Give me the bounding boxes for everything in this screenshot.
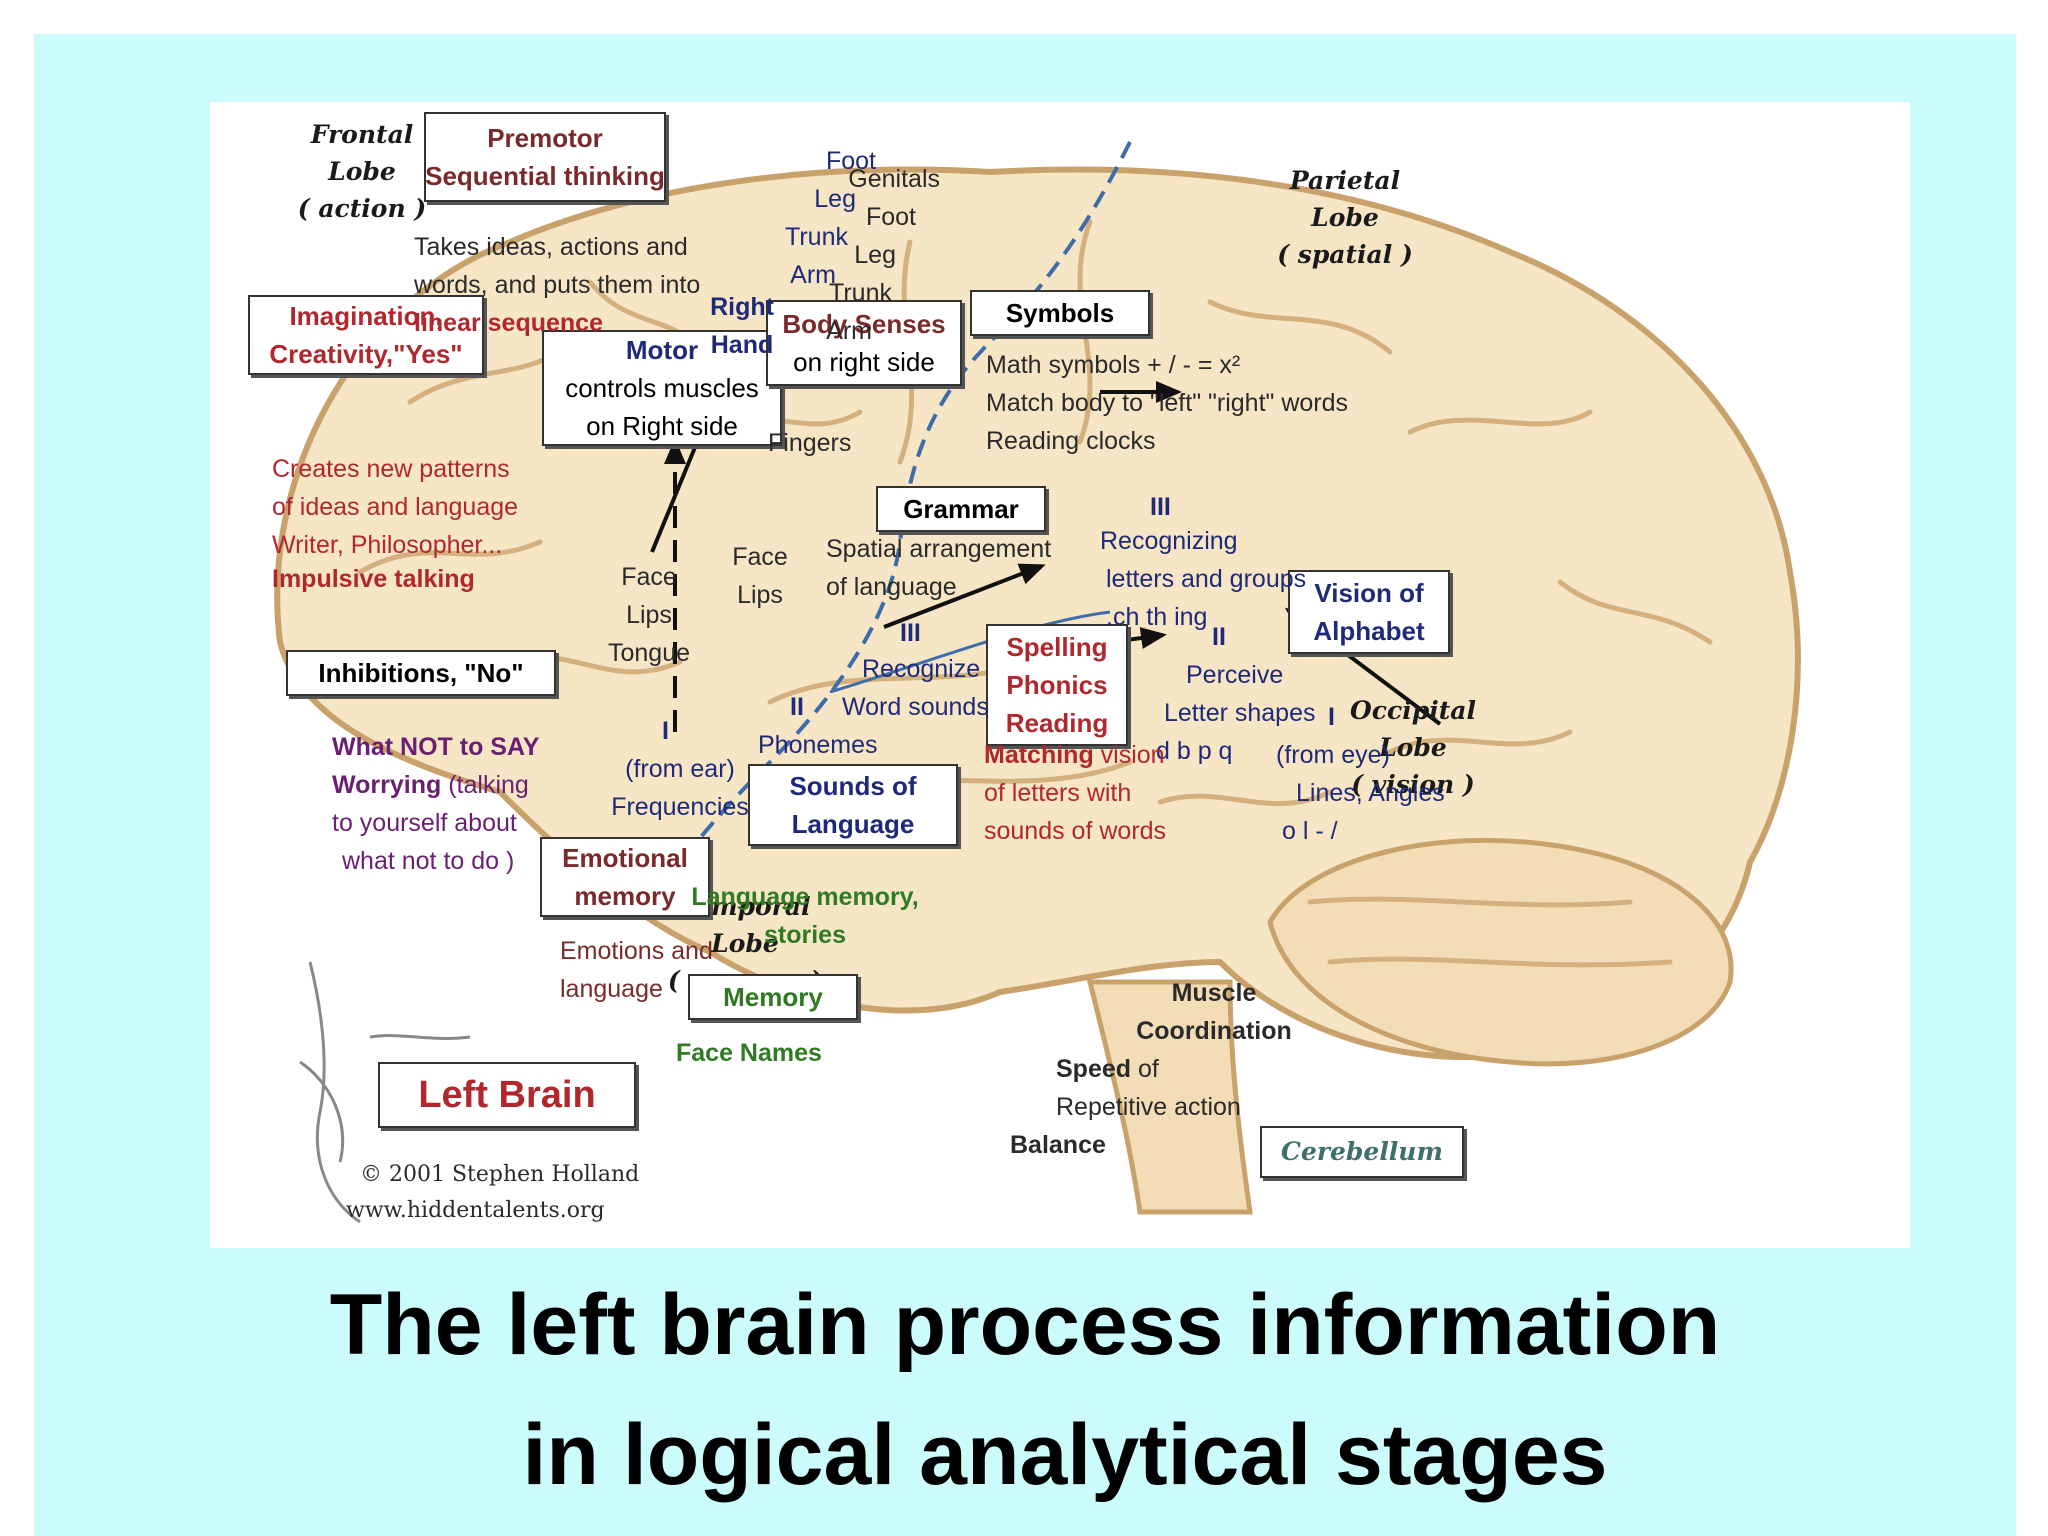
- fingers-label: Fingers: [768, 429, 852, 457]
- symbols-box: Symbols: [970, 290, 1150, 336]
- lateral-sulcus: [829, 610, 1111, 694]
- cerebellum-shape: [1267, 837, 1734, 1067]
- roman-three-visual: III: [1150, 493, 1171, 521]
- what-not-to-say-label: What NOT to SAY: [332, 733, 540, 761]
- grammar-box: Grammar: [876, 486, 1046, 532]
- sensory-body-map: Genitals Foot Leg Trunk Arm: [826, 165, 940, 345]
- language-memory-text: Language memory,stories: [691, 883, 919, 949]
- speed-repetitive-text: Speed of Repetitive action: [1056, 1055, 1241, 1121]
- perceive-letter-shapes-text: Perceive Letter shapes d b p q: [1156, 661, 1316, 765]
- slide-caption: The left brain process information in lo…: [34, 1260, 2016, 1520]
- roman-one-visual: I: [1328, 703, 1335, 731]
- from-ear-text: (from ear)Frequencies: [611, 755, 749, 821]
- brain-stem-shape: [1086, 979, 1253, 1215]
- roman-two-visual: II: [1212, 623, 1226, 651]
- imagination-box: Imagination,Creativity,"Yes": [248, 295, 484, 375]
- inhibitions-box: Inhibitions, "No": [286, 650, 556, 696]
- roman-two-auditory: II: [790, 693, 804, 721]
- caption-line-2: in logical analytical stages: [522, 1407, 1608, 1503]
- impulsive-talking-label: Impulsive talking: [272, 565, 475, 593]
- body-senses-box: Body Senses on right side: [766, 300, 962, 386]
- arrow-ear-to-recognize: [883, 563, 1046, 629]
- face-profile-sketch: [299, 961, 471, 1224]
- website-text: www.hiddentalents.org: [346, 1198, 605, 1223]
- cerebellum-box: Cerebellum: [1260, 1126, 1464, 1178]
- face-names-label: Face Names: [676, 1039, 822, 1067]
- from-eye-text: (from eye) Lines, Angles o l - /: [1276, 741, 1445, 845]
- linear-sequence-label: linear sequence: [414, 309, 603, 337]
- left-brain-box: Left Brain: [378, 1062, 636, 1128]
- memory-box: Memory: [688, 974, 858, 1020]
- matching-text: Matching vision of letters with sounds o…: [984, 741, 1167, 845]
- balance-label: Balance: [1010, 1131, 1106, 1159]
- phonemes-label: Phonemes: [758, 731, 878, 759]
- caption-line-1: The left brain process information: [329, 1277, 1721, 1373]
- motor-body-map: Foot Leg Trunk Arm: [785, 147, 876, 289]
- copyright-text: © 2001 Stephen Holland: [360, 1162, 640, 1187]
- recognizing-letters-text: Recognizing letters and groups .ch th in…: [1100, 527, 1307, 631]
- worrying-text: Worrying (talking to yourself about what…: [332, 771, 529, 875]
- roman-three-auditory: III: [900, 619, 921, 647]
- roman-one-auditory: I: [662, 717, 669, 745]
